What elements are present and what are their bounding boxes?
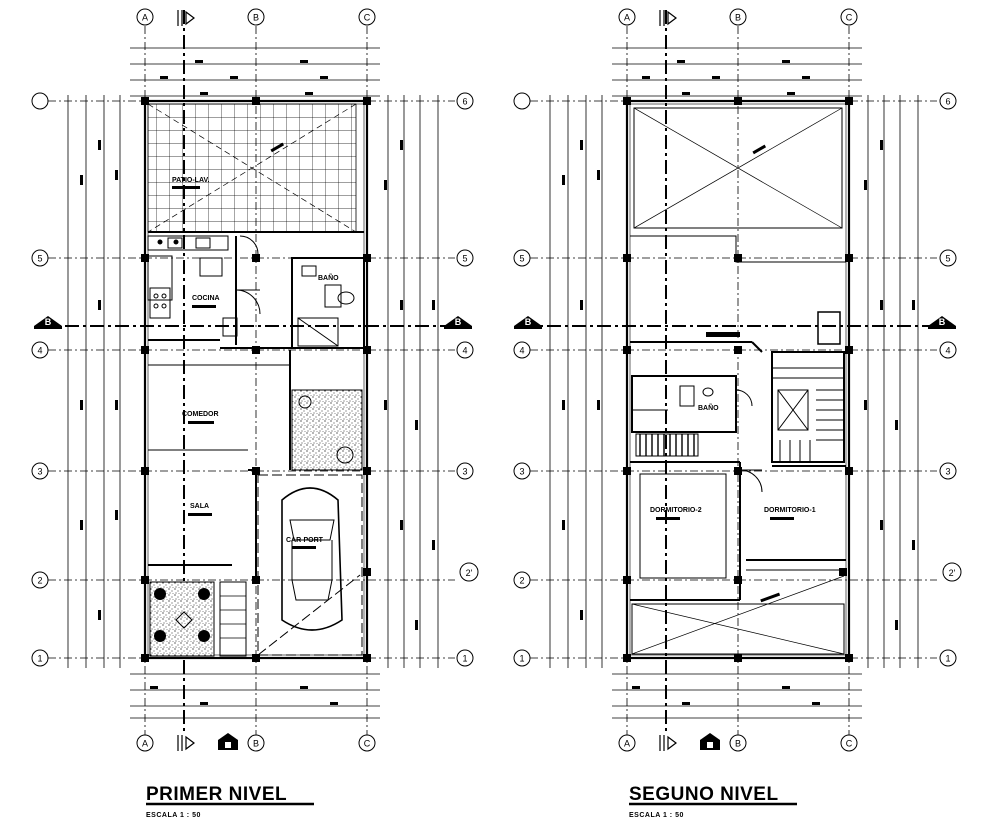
- axis-label-5-right-2: 5: [945, 254, 950, 264]
- patio-diagonals: [147, 103, 357, 233]
- axis-label-5-2: 5: [519, 254, 524, 264]
- dimension-marks-2: [562, 60, 915, 705]
- axis-bubbles-sides-2: [513, 92, 962, 667]
- north-house-icon: [218, 733, 238, 750]
- axis-bubbles-sides: [31, 92, 479, 667]
- title-segundo-nivel: SEGUNO NIVEL: [629, 784, 779, 805]
- axis-label-2: 2: [37, 576, 42, 586]
- section-arrow-icon: [659, 735, 677, 751]
- dimension-lines-top: [130, 47, 380, 719]
- dimension-marks: [80, 60, 435, 705]
- axis-label-c: C: [364, 13, 371, 23]
- columns-level-2: [623, 97, 853, 662]
- room-label-dormitorio-1: DORMITORIO-1: [764, 507, 816, 514]
- plants: [154, 588, 210, 642]
- axis-label-a-bottom: A: [142, 739, 148, 749]
- section-markers-2: B B: [514, 316, 956, 329]
- section-arrow-icon: [659, 10, 677, 26]
- room-label-patio: PATIO-LAV.: [172, 177, 210, 184]
- axis-label-4: 4: [37, 346, 42, 356]
- bathroom: [291, 257, 365, 349]
- section-arrow-icon: [177, 10, 195, 26]
- axis-bubbles-top-2: A B C: [618, 8, 858, 26]
- axis-label-b-bottom-2: B: [735, 739, 741, 749]
- living-dining: [148, 350, 363, 580]
- axis-label-3: 3: [37, 467, 42, 477]
- axis-lines-2: [530, 26, 937, 735]
- section-arrow-icon: [177, 735, 195, 751]
- car-icon: [281, 487, 343, 631]
- axis-label-c-bottom: C: [364, 739, 371, 749]
- room-label-comedor: COMEDOR: [182, 411, 219, 418]
- axis-label-a-bottom-2: A: [624, 739, 630, 749]
- axis-label-b-2: B: [735, 13, 741, 23]
- axis-label-3-right-2: 3: [945, 467, 950, 477]
- axis-label-2-2: 2: [519, 576, 524, 586]
- entrance-stairs: [219, 581, 247, 657]
- axis-label-6: 6: [462, 97, 467, 107]
- stair: [771, 351, 845, 463]
- axis-label-b: B: [253, 13, 259, 23]
- room-label-carport: CAR-PORT: [286, 537, 324, 544]
- bathroom-2: [631, 375, 753, 433]
- room-label-bano-2: BAÑO: [698, 403, 719, 412]
- axis-number-labels: 6 5 5 4 4 3 3 2 2' 1 1: [37, 97, 472, 664]
- section-mark-left: B: [45, 317, 52, 327]
- carport: [257, 474, 363, 656]
- axis-label-5-right: 5: [462, 254, 467, 264]
- dimension-lines-sides-2: [549, 95, 919, 668]
- axis-label-1-right: 1: [462, 654, 467, 664]
- axis-bubbles-top: A B C: [136, 8, 376, 26]
- stair-steps: [220, 595, 246, 639]
- axis-label-c-bottom-2: C: [846, 739, 853, 749]
- axis-number-labels-2: 6 5 5 4 4 3 3 2 2' 1 1: [519, 97, 955, 664]
- dimension-lines-sides: [67, 95, 439, 668]
- columns-level-1: [141, 97, 371, 662]
- axis-label-6-2: 6: [945, 97, 950, 107]
- section-mark-left-2: B: [525, 317, 532, 327]
- room-label-cocina: COCINA: [192, 295, 220, 302]
- closet-hatch: [639, 434, 695, 456]
- axis-label-a-2: A: [624, 13, 630, 23]
- section-mark-right: B: [455, 317, 462, 327]
- axis-label-3-2: 3: [519, 467, 524, 477]
- axis-bubbles-bottom-2: A B C: [618, 733, 858, 752]
- axis-label-c-2: C: [846, 13, 853, 23]
- axis-label-4-right-2: 4: [945, 346, 950, 356]
- section-markers: B B: [34, 316, 472, 329]
- axis-label-1-right-2: 1: [945, 654, 950, 664]
- axis-label-b-bottom: B: [253, 739, 259, 749]
- axis-label-1: 1: [37, 654, 42, 664]
- axis-label-1-2: 1: [519, 654, 524, 664]
- dimension-lines-top-2: [612, 47, 862, 719]
- scale-segundo-nivel: ESCALA 1 : 50: [629, 812, 684, 819]
- title-primer-nivel: PRIMER NIVEL: [146, 784, 287, 805]
- section-mark-right-2: B: [939, 317, 946, 327]
- axis-bubbles-bottom: A B C: [136, 733, 376, 752]
- axis-label-2-prime: 2': [466, 568, 473, 578]
- scale-primer-nivel: ESCALA 1 : 50: [146, 812, 201, 819]
- axis-label-5: 5: [37, 254, 42, 264]
- room-label-sala: SALA: [190, 503, 209, 510]
- axis-label-4-2: 4: [519, 346, 524, 356]
- axis-label-3-right: 3: [462, 467, 467, 477]
- axis-label-a: A: [142, 13, 148, 23]
- room-label-dormitorio-2: DORMITORIO-2: [650, 507, 702, 514]
- segundo-nivel-plan: A B C A B C 6 5 5: [513, 8, 962, 819]
- room-label-bano-1: BAÑO: [318, 273, 339, 282]
- section-line-2: [522, 10, 947, 735]
- primer-nivel-plan: A B C A B C 6: [31, 8, 479, 819]
- axis-label-4-right: 4: [462, 346, 467, 356]
- north-house-icon: [700, 733, 720, 750]
- axis-label-2-prime-2: 2': [949, 568, 956, 578]
